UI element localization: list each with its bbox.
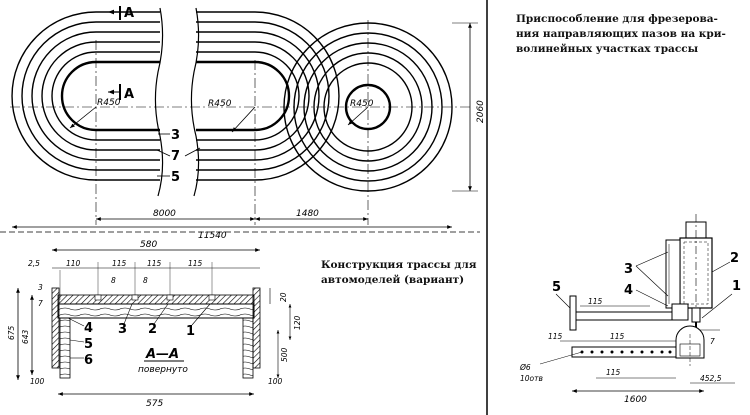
- fixture-dim-452-5: 452,5: [700, 374, 722, 383]
- fixture-caption-line2: ния направляющих пазов на кри-: [516, 28, 726, 40]
- radius-middle: R450: [208, 99, 232, 109]
- section-label: A—A: [145, 347, 179, 362]
- dim-7: 7: [38, 299, 43, 308]
- fixture-caption-line3: волинейных участках трассы: [516, 43, 699, 55]
- fixture-dim-7: 7: [710, 337, 715, 346]
- fixture-dim-115-bottom: 115: [606, 368, 621, 377]
- section-cut-marker: A A: [108, 6, 134, 102]
- dim-2-5: 2,5: [28, 259, 40, 268]
- dim-3: 3: [38, 283, 43, 292]
- radius-right: R450: [350, 99, 374, 109]
- dim-100-left: 100: [30, 377, 45, 386]
- dim-580: 580: [140, 240, 157, 250]
- section-part-3: 3: [118, 322, 127, 337]
- fixture-part-1: 1: [732, 279, 741, 294]
- fixture-caption-line1: Приспособление для фрезерова-: [516, 13, 718, 25]
- section-part-4: 4: [84, 321, 93, 336]
- track-caption-line2: автомоделей (вариант): [321, 274, 465, 286]
- fixture-dim-115-top: 115: [588, 297, 603, 306]
- fixture-view: 115 115 115 115 7 Ø6 10отв 452,5 1600 3 …: [519, 214, 741, 405]
- section-part-1: 1: [186, 324, 195, 339]
- section-mark-bottom: A: [124, 87, 134, 102]
- section-mark-top: A: [124, 6, 134, 21]
- section-part-2: 2: [148, 322, 157, 337]
- fixture-dim-115-mid: 115: [610, 332, 625, 341]
- dim-500: 500: [280, 347, 289, 362]
- section-part-6: 6: [84, 353, 93, 368]
- dim-115-c: 115: [188, 259, 203, 268]
- dim-11540: 11540: [198, 231, 227, 241]
- plan-part-5: 5: [171, 170, 180, 185]
- radius-left: R450: [97, 98, 121, 108]
- dim-115-a: 115: [112, 259, 127, 268]
- fixture-part-3: 3: [624, 262, 633, 277]
- track-caption: Конструкция трассы для автомоделей (вари…: [321, 258, 481, 288]
- dim-100-right: 100: [268, 377, 283, 386]
- dim-110: 110: [66, 259, 81, 268]
- fixture-part-5: 5: [552, 280, 561, 295]
- dim-115-b: 115: [147, 259, 162, 268]
- plan-part-7: 7: [171, 149, 180, 164]
- dim-1480: 1480: [296, 209, 319, 219]
- dim-20: 20: [279, 292, 288, 302]
- dim-8000: 8000: [153, 209, 176, 219]
- dim-8-b: 8: [143, 276, 148, 285]
- fixture-dim-hole: Ø6: [519, 363, 531, 372]
- section-view: 580 2,5 110 115 115 115 8 8: [7, 240, 302, 409]
- dim-575: 575: [146, 399, 163, 409]
- section-part-5: 5: [84, 337, 93, 352]
- fixture-part-4: 4: [624, 283, 633, 298]
- dim-2060: 2060: [476, 100, 486, 123]
- fixture-dim-115-left: 115: [548, 332, 563, 341]
- dim-643: 643: [21, 329, 30, 344]
- plan-view: A A R450 R450 R450 3 7 5 2060: [10, 6, 486, 241]
- fixture-caption: Приспособление для фрезерова- ния направ…: [516, 12, 742, 57]
- plan-part-3: 3: [171, 128, 180, 143]
- track-caption-line1: Конструкция трассы для: [321, 259, 477, 271]
- fixture-part-2: 2: [730, 251, 739, 266]
- dim-675: 675: [7, 325, 16, 340]
- dim-120: 120: [293, 315, 302, 330]
- section-note: повернуто: [138, 365, 188, 375]
- dim-8-a: 8: [111, 276, 116, 285]
- fixture-dim-holes-count: 10отв: [520, 374, 543, 383]
- fixture-dim-1600: 1600: [624, 395, 647, 405]
